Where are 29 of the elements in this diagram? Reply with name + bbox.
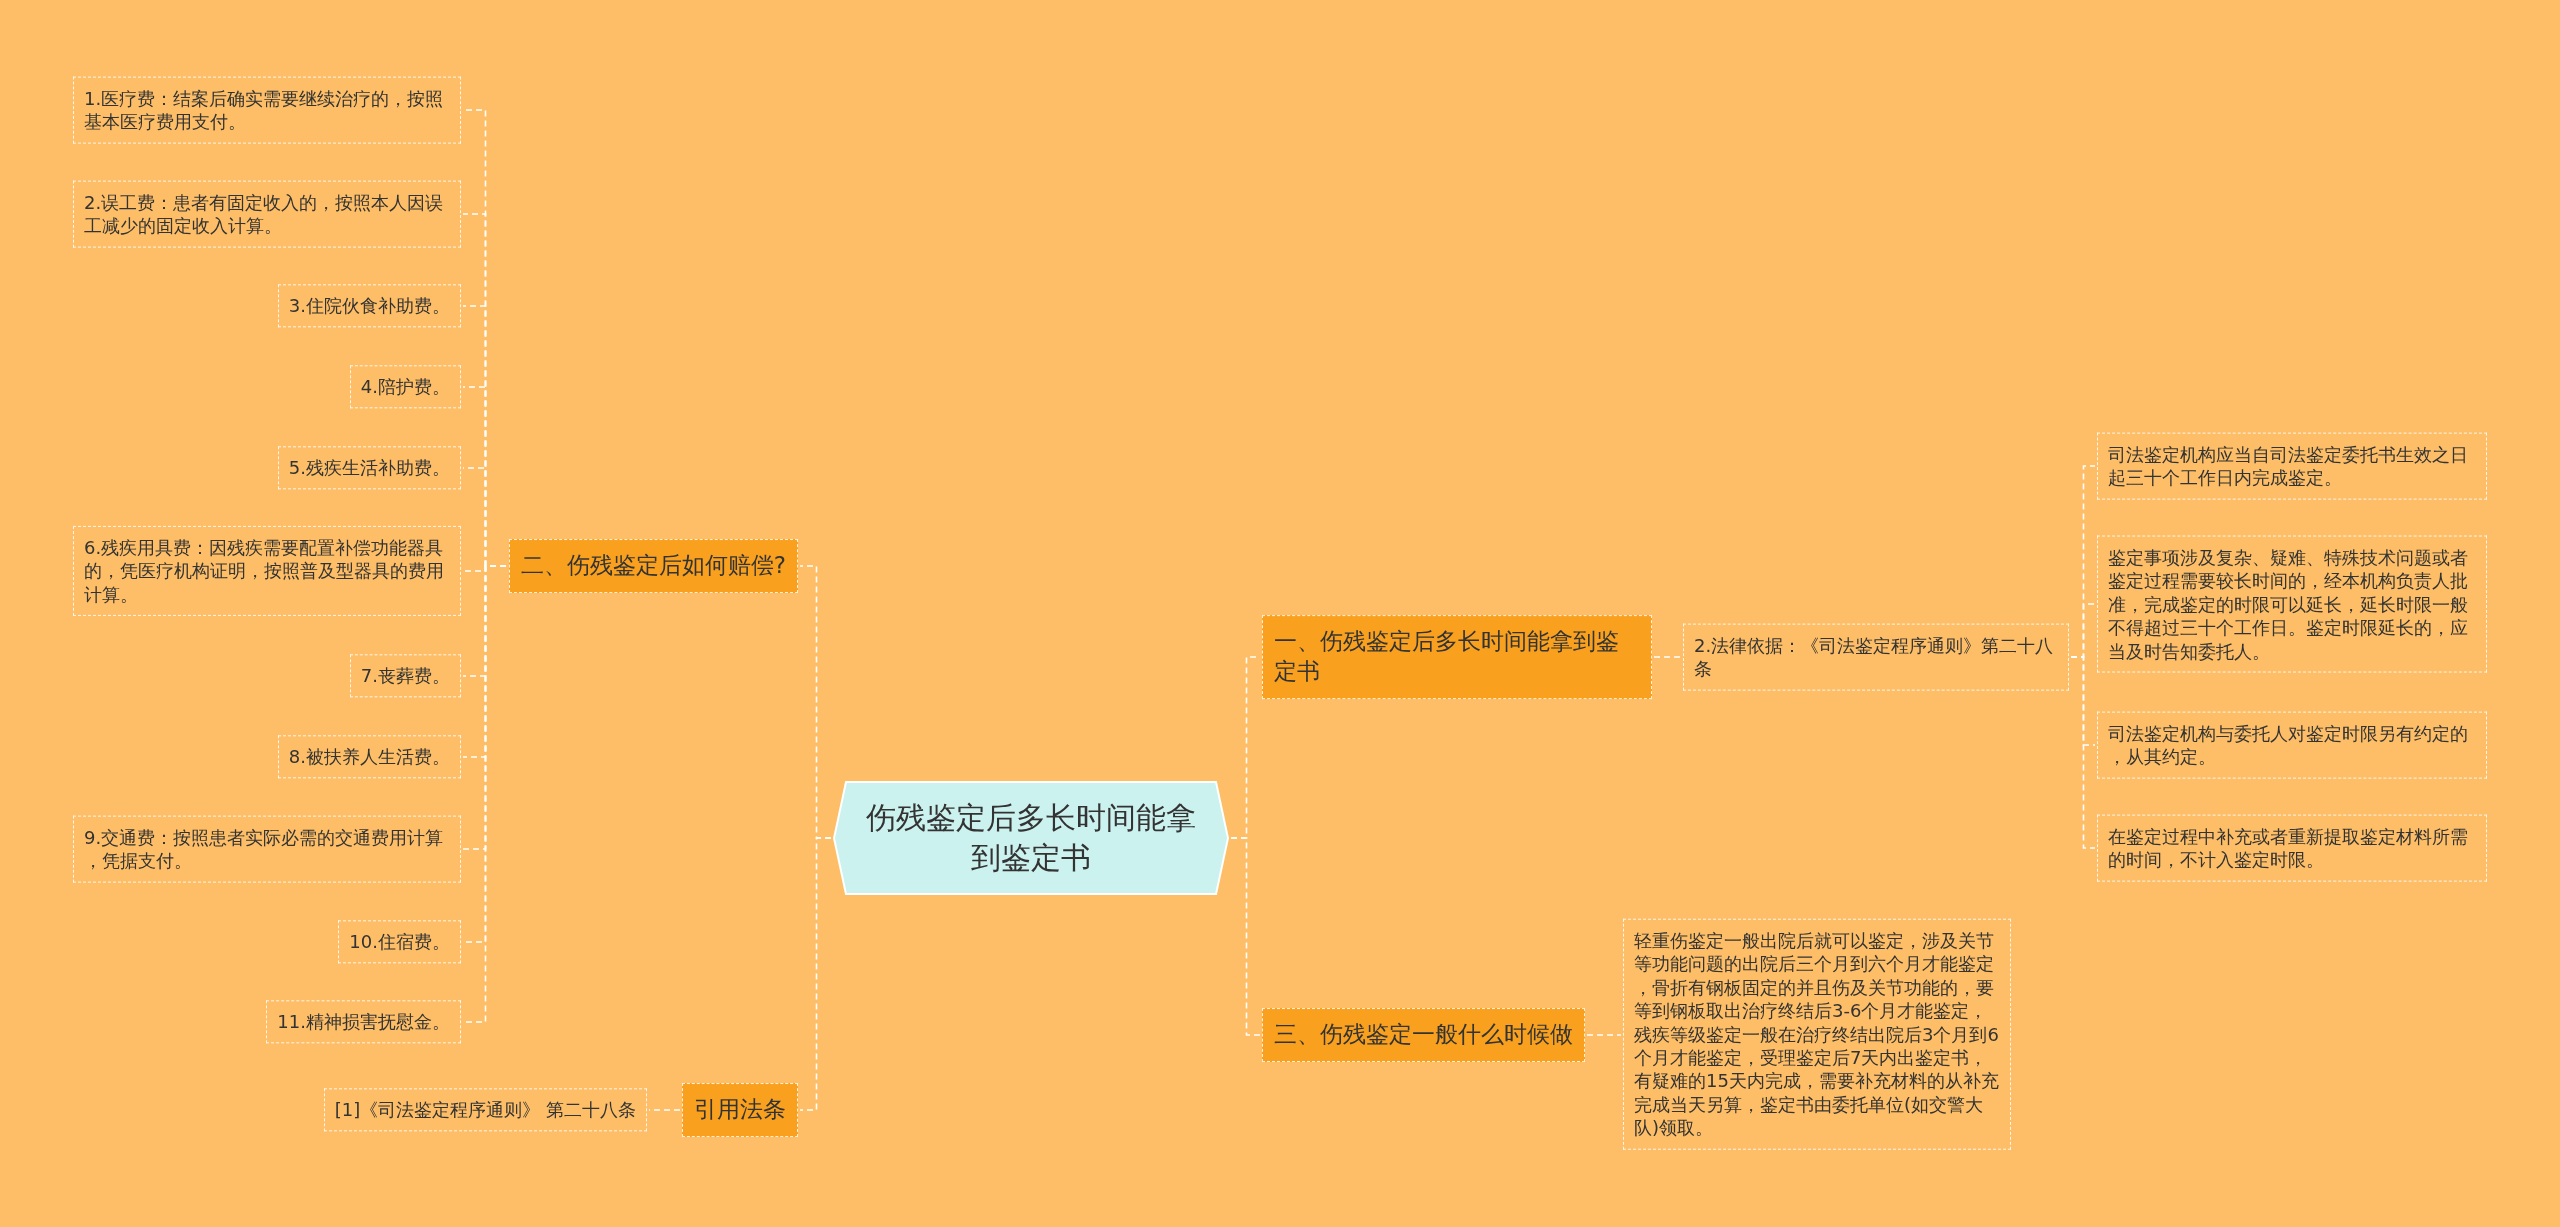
connector-line xyxy=(1230,837,1261,1036)
note-box: 在鉴定过程中补充或者重新提取鉴定材料所需的时间，不计入鉴定时限。 xyxy=(2097,814,2487,882)
note-box: 9.交通费：按照患者实际必需的交通费用计算，凭据支付。 xyxy=(73,815,461,883)
note-box: 3.住院伙食补助费。 xyxy=(277,284,461,328)
note-box: 2.法律依据：《司法鉴定程序通则》第二十八条 xyxy=(1683,623,2069,691)
note-box: [1]《司法鉴定程序通则》 第二十八条 xyxy=(323,1088,647,1132)
note-box: 5.残疾生活补助费。 xyxy=(277,446,461,490)
branch-topic-box: 三、伤残鉴定一般什么时候做 xyxy=(1262,1008,1585,1062)
connector-line xyxy=(1586,1034,1622,1036)
note-box: 11.精神损害抚慰金。 xyxy=(266,1000,461,1044)
note-box: 司法鉴定机构应当自司法鉴定委托书生效之日起三十个工作日内完成鉴定。 xyxy=(2097,432,2487,500)
connector-line xyxy=(648,1109,681,1111)
connector-line xyxy=(799,837,832,1111)
central-topic: 伤残鉴定后多长时间能拿到鉴定书 xyxy=(833,781,1229,895)
note-box: 鉴定事项涉及复杂、疑难、特殊技术问题或者鉴定过程需要较长时间的，经本机构负责人批准，完成鉴定的时限可以延长，延长时限一般不得超过三十个工作日。鉴定时限延长的，应当及时告知委托人。 xyxy=(2097,535,2487,673)
connector-line xyxy=(1653,656,1682,658)
branch-topic-box: 引用法条 xyxy=(682,1083,798,1137)
note-box: 轻重伤鉴定一般出院后就可以鉴定，涉及关节等功能问题的出院后三个月到六个月才能鉴定，骨折有钢板固定的并且伤及关节功能的，要等到钢板取出治疗终结后3-6个月才能鉴定，残疾等级鉴定一般在治疗终结出院后3个月到6个月才能鉴定，受理鉴定后7天内出鉴定书，有疑难的15天内完成，需要补充材料的从补充完成当天另算，鉴定书由委托单位(如交警大队)领取。 xyxy=(1623,918,2011,1150)
branch-topic-box: 一、伤残鉴定后多长时间能拿到鉴定书 xyxy=(1262,615,1652,699)
branch-topic-box: 二、伤残鉴定后如何赔偿? xyxy=(508,539,798,593)
note-box: 2.误工费：患者有固定收入的，按照本人因误工减少的固定收入计算。 xyxy=(73,180,461,248)
note-box: 10.住宿费。 xyxy=(338,920,461,964)
note-box: 1.医疗费：结案后确实需要继续治疗的，按照基本医疗费用支付。 xyxy=(73,76,461,144)
connector-line xyxy=(2070,656,2096,849)
note-box: 4.陪护费。 xyxy=(349,365,461,409)
note-box: 6.残疾用具费：因残疾需要配置补偿功能器具的，凭医疗机构证明，按照普及型器具的费用计算。 xyxy=(73,525,461,617)
note-box: 7.丧葬费。 xyxy=(349,654,461,698)
note-box: 司法鉴定机构与委托人对鉴定时限另有约定的，从其约定。 xyxy=(2097,711,2487,779)
note-box: 8.被扶养人生活费。 xyxy=(277,735,461,779)
